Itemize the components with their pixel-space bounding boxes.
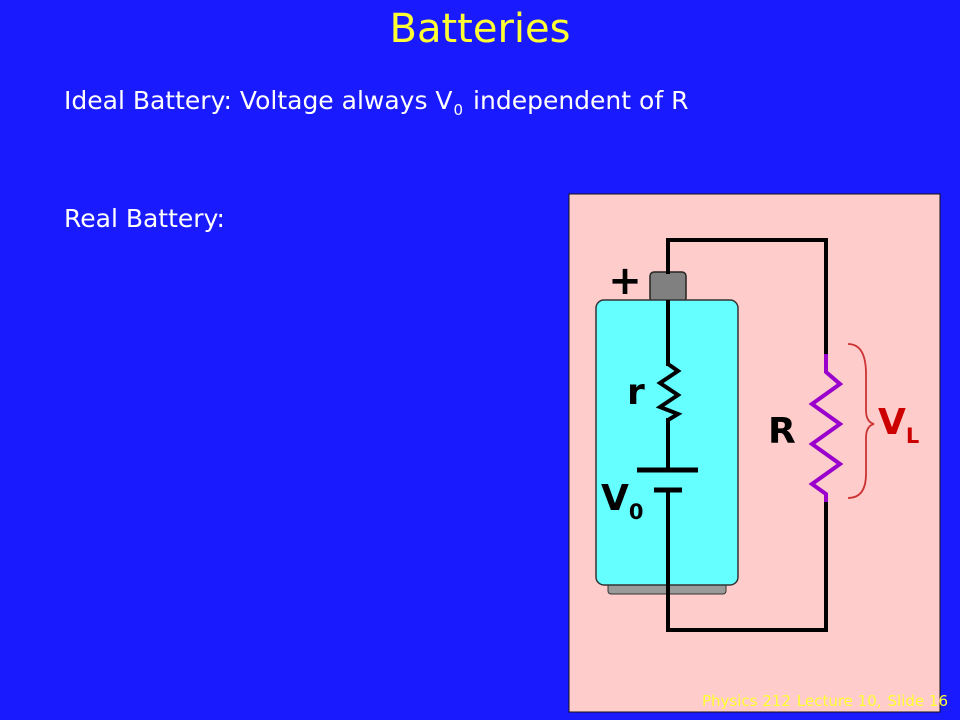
load-voltage-label: VL [878, 402, 919, 448]
footer-slide-number: Slide 16 [887, 692, 948, 710]
internal-resistor [655, 362, 683, 422]
voltage-brace [847, 343, 875, 499]
footer-lecture: Lecture 10, [796, 692, 882, 710]
emf-label: V0 [601, 478, 644, 524]
load-voltage-sub: L [906, 424, 919, 448]
emf-label-sub: 0 [629, 500, 644, 524]
circuit-wires [666, 238, 828, 632]
top-wire [666, 238, 828, 356]
plus-sign: + [608, 258, 642, 304]
battery-positive-terminal [649, 271, 687, 303]
load-voltage-main: V [878, 402, 906, 443]
footer-course: Physics 212 [702, 692, 791, 710]
ideal-battery-text: Ideal Battery: Voltage always V0 indepen… [64, 86, 689, 119]
load-resistor [808, 354, 844, 502]
ideal-battery-tail: independent of R [465, 86, 689, 115]
slide-footer: Physics 212 Lecture 10, Slide 16 [696, 692, 948, 710]
internal-resistor-label: r [627, 372, 645, 413]
emf-label-main: V [601, 478, 629, 519]
load-resistor-label: R [768, 411, 796, 452]
ideal-battery-subscript: 0 [453, 101, 464, 119]
slide-title: Batteries [389, 6, 571, 52]
bottom-wire [666, 488, 828, 632]
ideal-battery-lead: Ideal Battery: Voltage always V [64, 86, 453, 115]
real-battery-text: Real Battery: [64, 204, 225, 233]
